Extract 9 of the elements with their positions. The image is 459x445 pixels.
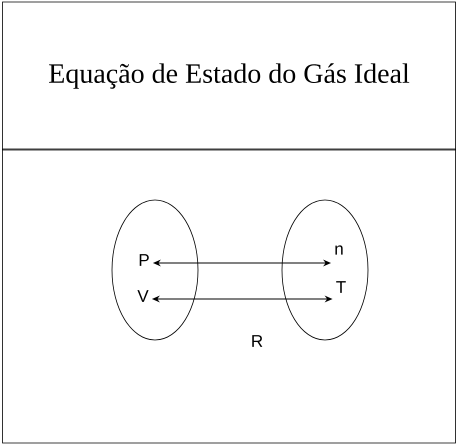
variable-label: V: [137, 290, 149, 302]
diagram-cell: [2, 148, 456, 444]
constant-label: R: [252, 335, 262, 347]
ellipse: [112, 200, 198, 340]
title-cell: Equação de Estado do Gás Ideal: [2, 2, 456, 150]
variable-label: T: [336, 281, 346, 293]
variable-label: P: [140, 254, 149, 266]
variable-label: n: [335, 245, 343, 255]
ellipse: [282, 200, 368, 340]
